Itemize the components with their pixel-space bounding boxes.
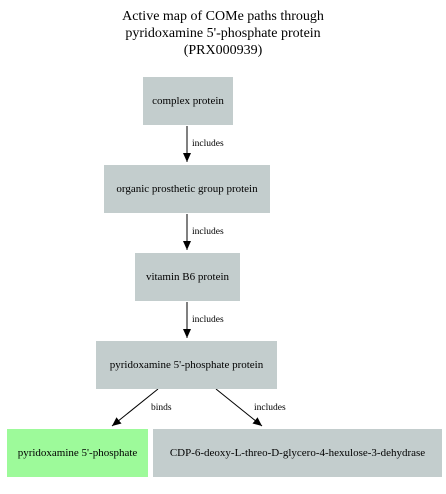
node-label: vitamin B6 protein — [145, 271, 230, 283]
edge-arrow-4 — [111, 388, 159, 427]
edge-label-2: includes — [192, 227, 224, 237]
node-label: organic prosthetic group protein — [116, 183, 258, 195]
title-line-1: Active map of COMe paths through — [122, 9, 324, 24]
node-label: pyridoxamine 5'-phosphate protein — [109, 359, 264, 371]
edge-label-5: includes — [254, 403, 286, 413]
node-complex-protein[interactable]: complex protein — [143, 77, 233, 125]
title-line-3: (PRX000939) — [183, 43, 263, 58]
node-label: complex protein — [152, 95, 224, 107]
node-pyridoxamine-phosphate[interactable]: pyridoxamine 5'-phosphate — [7, 429, 148, 477]
edge-label-3: includes — [192, 315, 224, 325]
node-label: CDP-6-deoxy-L-threo-D-glycero-4-hexulose… — [169, 447, 426, 459]
title-line-2: pyridoxamine 5'-phosphate protein — [125, 26, 321, 41]
edge-label-1: includes — [192, 139, 224, 149]
node-cdp-dehydrase[interactable]: CDP-6-deoxy-L-threo-D-glycero-4-hexulose… — [153, 429, 442, 477]
node-organic-prosthetic-group-protein[interactable]: organic prosthetic group protein — [104, 165, 270, 213]
node-label: pyridoxamine 5'-phosphate — [17, 447, 138, 459]
diagram-title: Active map of COMe paths through pyridox… — [0, 8, 446, 59]
node-vitamin-b6-protein[interactable]: vitamin B6 protein — [135, 253, 240, 301]
node-pyridoxamine-phosphate-protein[interactable]: pyridoxamine 5'-phosphate protein — [96, 341, 277, 389]
edge-label-4: binds — [151, 403, 172, 413]
edge-arrow-5 — [215, 388, 263, 427]
